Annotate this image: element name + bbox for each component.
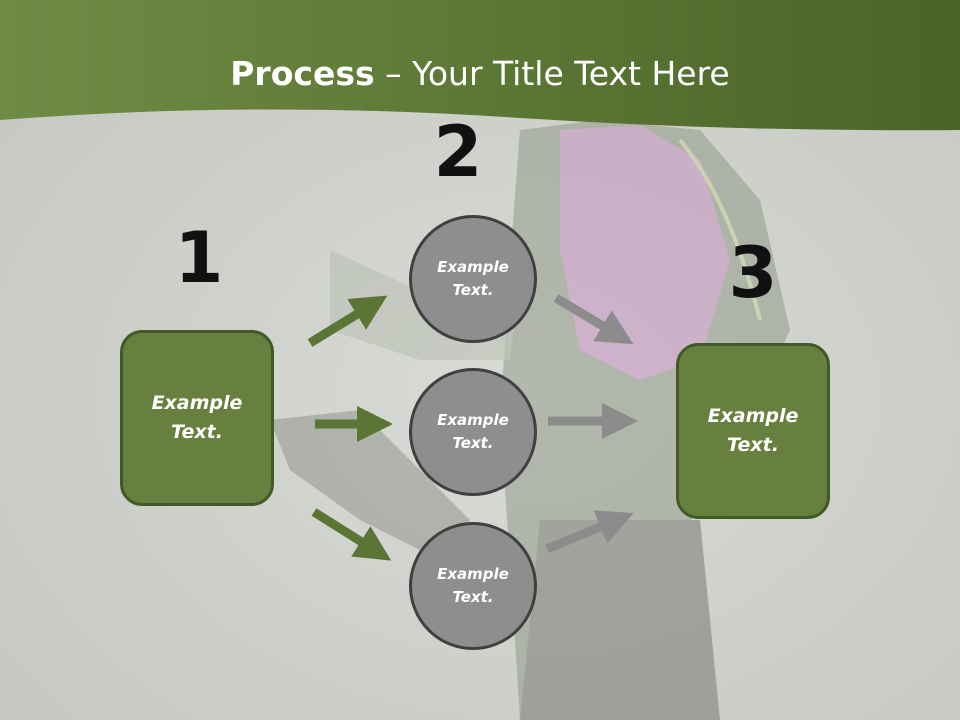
right-box-line1: Example (707, 405, 799, 427)
right-box-line2: Text. (727, 434, 779, 456)
title-rest: – Your Title Text Here (374, 54, 730, 93)
circle-middle-line1: Example (437, 411, 509, 429)
arrow-bottom-to-right (545, 510, 634, 554)
step-number-2: 2 (433, 111, 483, 193)
step-number-3: 3 (728, 232, 778, 314)
circle-top-line2: Text. (452, 281, 494, 299)
left-box-line2: Text. (171, 421, 223, 443)
arrow-left-to-bottom (311, 508, 392, 561)
circle-middle-line2: Text. (452, 434, 494, 452)
title-bold: Process (230, 54, 375, 93)
circle-top: Example Text. (409, 215, 537, 343)
circle-bottom-line2: Text. (452, 588, 494, 606)
arrow-top-to-right (553, 294, 634, 345)
right-text-box: Example Text. (676, 343, 830, 519)
arrow-left-to-top (307, 295, 388, 347)
circle-bottom: Example Text. (409, 522, 537, 650)
left-box-line1: Example (151, 392, 243, 414)
left-text-box: Example Text. (120, 330, 274, 506)
circle-top-line1: Example (437, 258, 509, 276)
circle-middle: Example Text. (409, 368, 537, 496)
header-band (0, 0, 960, 131)
step-number-1: 1 (174, 217, 224, 299)
circle-bottom-line1: Example (437, 565, 509, 583)
page-title: Process – Your Title Text Here (0, 52, 960, 96)
